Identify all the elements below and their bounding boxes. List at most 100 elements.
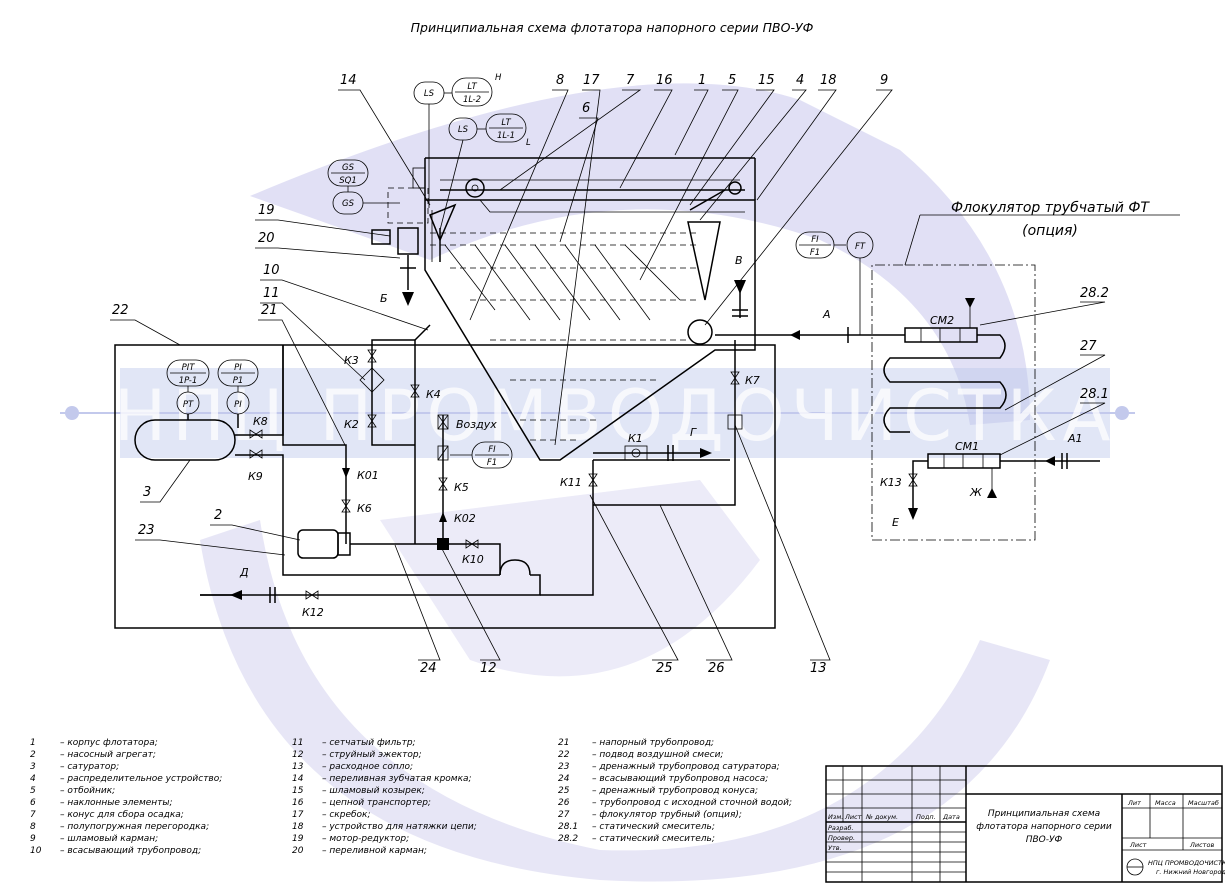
- legend-num: 8: [30, 822, 36, 832]
- callout-23: 23: [138, 523, 155, 538]
- legend-num: 2: [30, 750, 36, 760]
- stamp-col-date: Дата: [942, 813, 960, 821]
- callout-16: 16: [656, 73, 673, 88]
- ls-low-label: LS: [458, 125, 469, 135]
- callout-4: 4: [796, 73, 804, 88]
- callout-12: 12: [480, 661, 497, 676]
- legend-num: 17: [292, 810, 304, 820]
- legend-text: – всасывающий трубопровод;: [60, 846, 201, 856]
- title-block: Изм. Лист № докум. Подп. Дата Разраб. Пр…: [825, 765, 1225, 883]
- legend-text: – дренажный трубопровод конуса;: [592, 786, 758, 796]
- stamp-mass: Масса: [1155, 799, 1176, 807]
- piping: Воздух: [114, 255, 905, 629]
- callout-1: 1: [698, 73, 706, 88]
- legend-num: 22: [558, 750, 570, 760]
- pi-a-tag: P1: [233, 376, 244, 386]
- stamp-scale: Масштаб: [1188, 799, 1219, 807]
- stamp-org-2: г. Нижний Новгород: [1156, 868, 1225, 876]
- callout-20: 20: [258, 231, 275, 246]
- stamp-sheet: Лист: [1129, 841, 1147, 849]
- legend-text: – статический смеситель;: [592, 834, 715, 844]
- lt-top-sup: H: [495, 73, 502, 83]
- stream-a: А: [822, 308, 831, 321]
- legend-num: 5: [30, 786, 36, 796]
- callout-leaders: [110, 89, 1106, 661]
- stamp-org-1: НПЦ ПРОМВОДОЧИСТКА: [1148, 859, 1225, 867]
- legend-text: – дренажный трубопровод сатуратора;: [592, 762, 780, 772]
- legend-num: 4: [30, 774, 36, 784]
- fi-air-label: FI: [488, 445, 496, 455]
- legend-num: 25: [558, 786, 570, 796]
- callout-28-1: 28.1: [1080, 387, 1109, 402]
- callout-numbers: 14 8 17 7 16 1 5 15 4 18 9 6 19 20 10 11…: [112, 73, 1109, 676]
- legend-text: – переливная зубчатая кромка;: [322, 774, 472, 784]
- valve-k02: К02: [454, 512, 476, 525]
- legend-num: 15: [292, 786, 304, 796]
- flocculator-title: Флокулятор трубчатый ФТ: [951, 200, 1150, 216]
- legend-num: 6: [30, 798, 36, 808]
- callout-27: 27: [1080, 339, 1097, 354]
- valve-symbols: [249, 349, 918, 600]
- watermark-text: НПЦ ПРОМВОДОЧИСТКА: [114, 375, 1117, 457]
- legend-text: – струйный эжектор;: [322, 750, 422, 760]
- legend-text: – всасывающий трубопровод насоса;: [592, 774, 768, 784]
- callout-11: 11: [263, 286, 280, 301]
- callout-7: 7: [626, 73, 635, 88]
- fi-top-tag: F1: [810, 248, 820, 258]
- stamp-row-dev: Разраб.: [828, 824, 854, 832]
- flocculator-subtitle: (опция): [1022, 223, 1078, 239]
- callout-8: 8: [556, 73, 564, 88]
- valve-k6: К6: [357, 502, 372, 515]
- legend-text: – шламовый козырек;: [322, 786, 425, 796]
- valve-k4: К4: [426, 388, 441, 401]
- callout-6: 6: [582, 101, 590, 116]
- valve-k9: К9: [248, 470, 263, 483]
- callout-19: 19: [258, 203, 275, 218]
- valve-labels: К3 К4 К2 К8 К9 К01 К6 К5 К02 К10 К7 К11 …: [248, 354, 902, 619]
- callout-26: 26: [708, 661, 725, 676]
- stamp-title-2: флотатора напорного серии: [976, 822, 1112, 832]
- gs-label: GS: [342, 199, 355, 209]
- callout-5: 5: [728, 73, 736, 88]
- mixer-cm2: СМ2: [930, 314, 954, 327]
- legend-num: 14: [292, 774, 304, 784]
- valve-k7: К7: [745, 374, 760, 387]
- legend-text: – полупогружная перегородка;: [60, 822, 209, 832]
- stamp-col-doc: № докум.: [865, 813, 898, 821]
- legend-text: – отбойник;: [60, 786, 115, 796]
- legend-text: – флокулятор трубный (опция);: [592, 810, 742, 820]
- legend-text: – скребок;: [322, 810, 371, 820]
- stamp-col-sign: Подп.: [916, 813, 936, 821]
- stream-a1: А1: [1067, 432, 1083, 445]
- stream-zh: Ж: [969, 486, 983, 499]
- legend-text: – расходное сопло;: [322, 762, 413, 772]
- legend-col-3: 21– напорный трубопровод; 22– подвод воз…: [558, 738, 792, 844]
- legend-num: 12: [292, 750, 304, 760]
- legend-num: 10: [30, 846, 42, 856]
- callout-21: 21: [261, 303, 278, 318]
- legend-num: 19: [292, 834, 304, 844]
- ls-top-label: LS: [424, 89, 435, 99]
- stamp-col-list: Лист: [844, 813, 862, 821]
- callout-10: 10: [263, 263, 280, 278]
- legend-text: – конус для сбора осадка;: [60, 810, 184, 820]
- callout-15: 15: [758, 73, 775, 88]
- pit-label: PIT: [182, 363, 196, 373]
- flotator-body: [371, 157, 756, 461]
- legend-text: – устройство для натяжки цепи;: [322, 822, 477, 832]
- lt-low-sup: L: [526, 138, 531, 148]
- air-label: Воздух: [456, 418, 497, 431]
- lt-top-tag: 1L-2: [463, 95, 481, 105]
- fi-air-tag: F1: [487, 458, 497, 468]
- legend-text: – цепной транспортер;: [322, 798, 431, 808]
- stamp-lit: Лит: [1127, 799, 1141, 807]
- legend-num: 28.1: [558, 822, 578, 832]
- legend-text: – насосный агрегат;: [60, 750, 156, 760]
- callout-13: 13: [810, 661, 827, 676]
- callout-3: 3: [143, 485, 151, 500]
- stamp-row-approve: Утв.: [828, 844, 842, 852]
- stamp-col-izm: Изм.: [828, 813, 843, 821]
- stamp-row-check: Провер.: [828, 834, 855, 842]
- fi-top-label: FI: [811, 235, 819, 245]
- valve-k11: К11: [560, 476, 582, 489]
